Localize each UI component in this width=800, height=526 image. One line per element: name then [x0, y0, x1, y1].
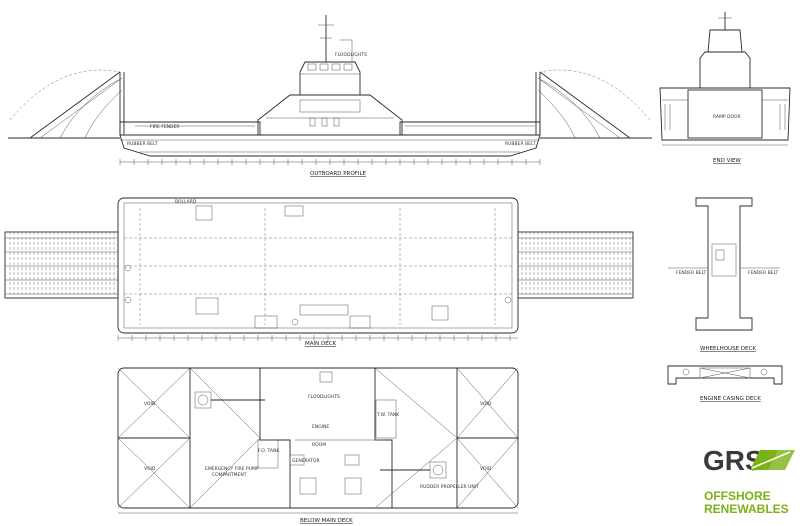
emergency-fire-pump-label: EMERGENCY FIRE PUMP — [205, 466, 259, 472]
bollard-label: BOLLARD — [175, 199, 197, 205]
end-view: RAMP DOOR END VIEW — [659, 12, 791, 164]
engine-casing-deck: ENGINE CASING DECK — [667, 365, 783, 402]
rudder-propeller-label: RUDDER PROPELLER UNIT — [420, 484, 479, 490]
below-main-deck: VOID VOID VOID VOID T.W. TANK F.O. TANK … — [117, 367, 519, 524]
superstructure — [257, 94, 403, 136]
void-label-4: VOID — [480, 466, 492, 472]
logo-line1: OFFSHORE — [704, 489, 771, 503]
below-main-deck-title: BELOW MAIN DECK — [300, 518, 353, 524]
wheelhouse — [299, 61, 361, 96]
rubber-belt-label-left: RUBBER BELT — [127, 141, 158, 147]
logo-brand: GRS — [703, 445, 764, 476]
ramp-left — [8, 69, 125, 139]
hull — [119, 134, 541, 157]
main-deck-ramp-left — [4, 231, 119, 299]
main-deck-title: MAIN DECK — [305, 341, 337, 347]
end-view-hull — [659, 87, 791, 141]
ramp-right — [535, 69, 652, 139]
floodlights-label: FLOODLIGHTS — [335, 52, 367, 58]
ramp-door-label: RAMP DOOR — [713, 114, 741, 120]
void-label-3: VOID — [480, 401, 492, 407]
engine-label: ENGINE — [312, 424, 329, 430]
generator-label: GENERATOR — [292, 458, 320, 464]
engine-casing-outline — [667, 365, 783, 385]
logo-line2: RENEWABLES — [704, 502, 789, 516]
floodplates-label: FLOODLIGHTS — [308, 394, 340, 400]
outboard-profile-title: OUTBOARD PROFILE — [310, 171, 367, 177]
void-label-1: VOID — [144, 401, 156, 407]
logo-slash-icon — [750, 450, 778, 470]
fo-tank-label: F.O. TANK — [258, 448, 280, 454]
wheelhouse-deck: FENDER BELT FENDER BELT WHEELHOUSE DECK — [668, 197, 780, 352]
grs-logo: GRS OFFSHORE RENEWABLES — [703, 445, 795, 516]
main-deck: BOLLARD MAIN DECK — [4, 197, 634, 347]
engine-casing-deck-title: ENGINE CASING DECK — [700, 396, 761, 402]
outboard-profile: FLOODLIGHTS FIRE FE — [8, 15, 652, 177]
void-label-2: VOID — [144, 466, 156, 472]
compartment-label: COMPARTMENT — [212, 472, 247, 478]
wheelhouse-deck-outline — [695, 197, 753, 331]
main-deck-ramp-right — [517, 231, 634, 299]
wheelhouse-deck-title: WHEELHOUSE DECK — [700, 346, 756, 352]
main-deck-outline — [117, 197, 519, 334]
fender-belt-label-left: FENDER BELT — [676, 270, 706, 276]
fire-fender-label: FIRE FENDER — [150, 124, 180, 130]
rubber-belt-label-right: RUBBER BELT — [505, 141, 536, 147]
end-view-title: END VIEW — [713, 158, 741, 164]
fender-belt-label-right: FENDER BELT — [748, 270, 778, 276]
room-label: ROOM — [312, 442, 326, 448]
tw-tank-label: T.W. TANK — [376, 412, 400, 418]
